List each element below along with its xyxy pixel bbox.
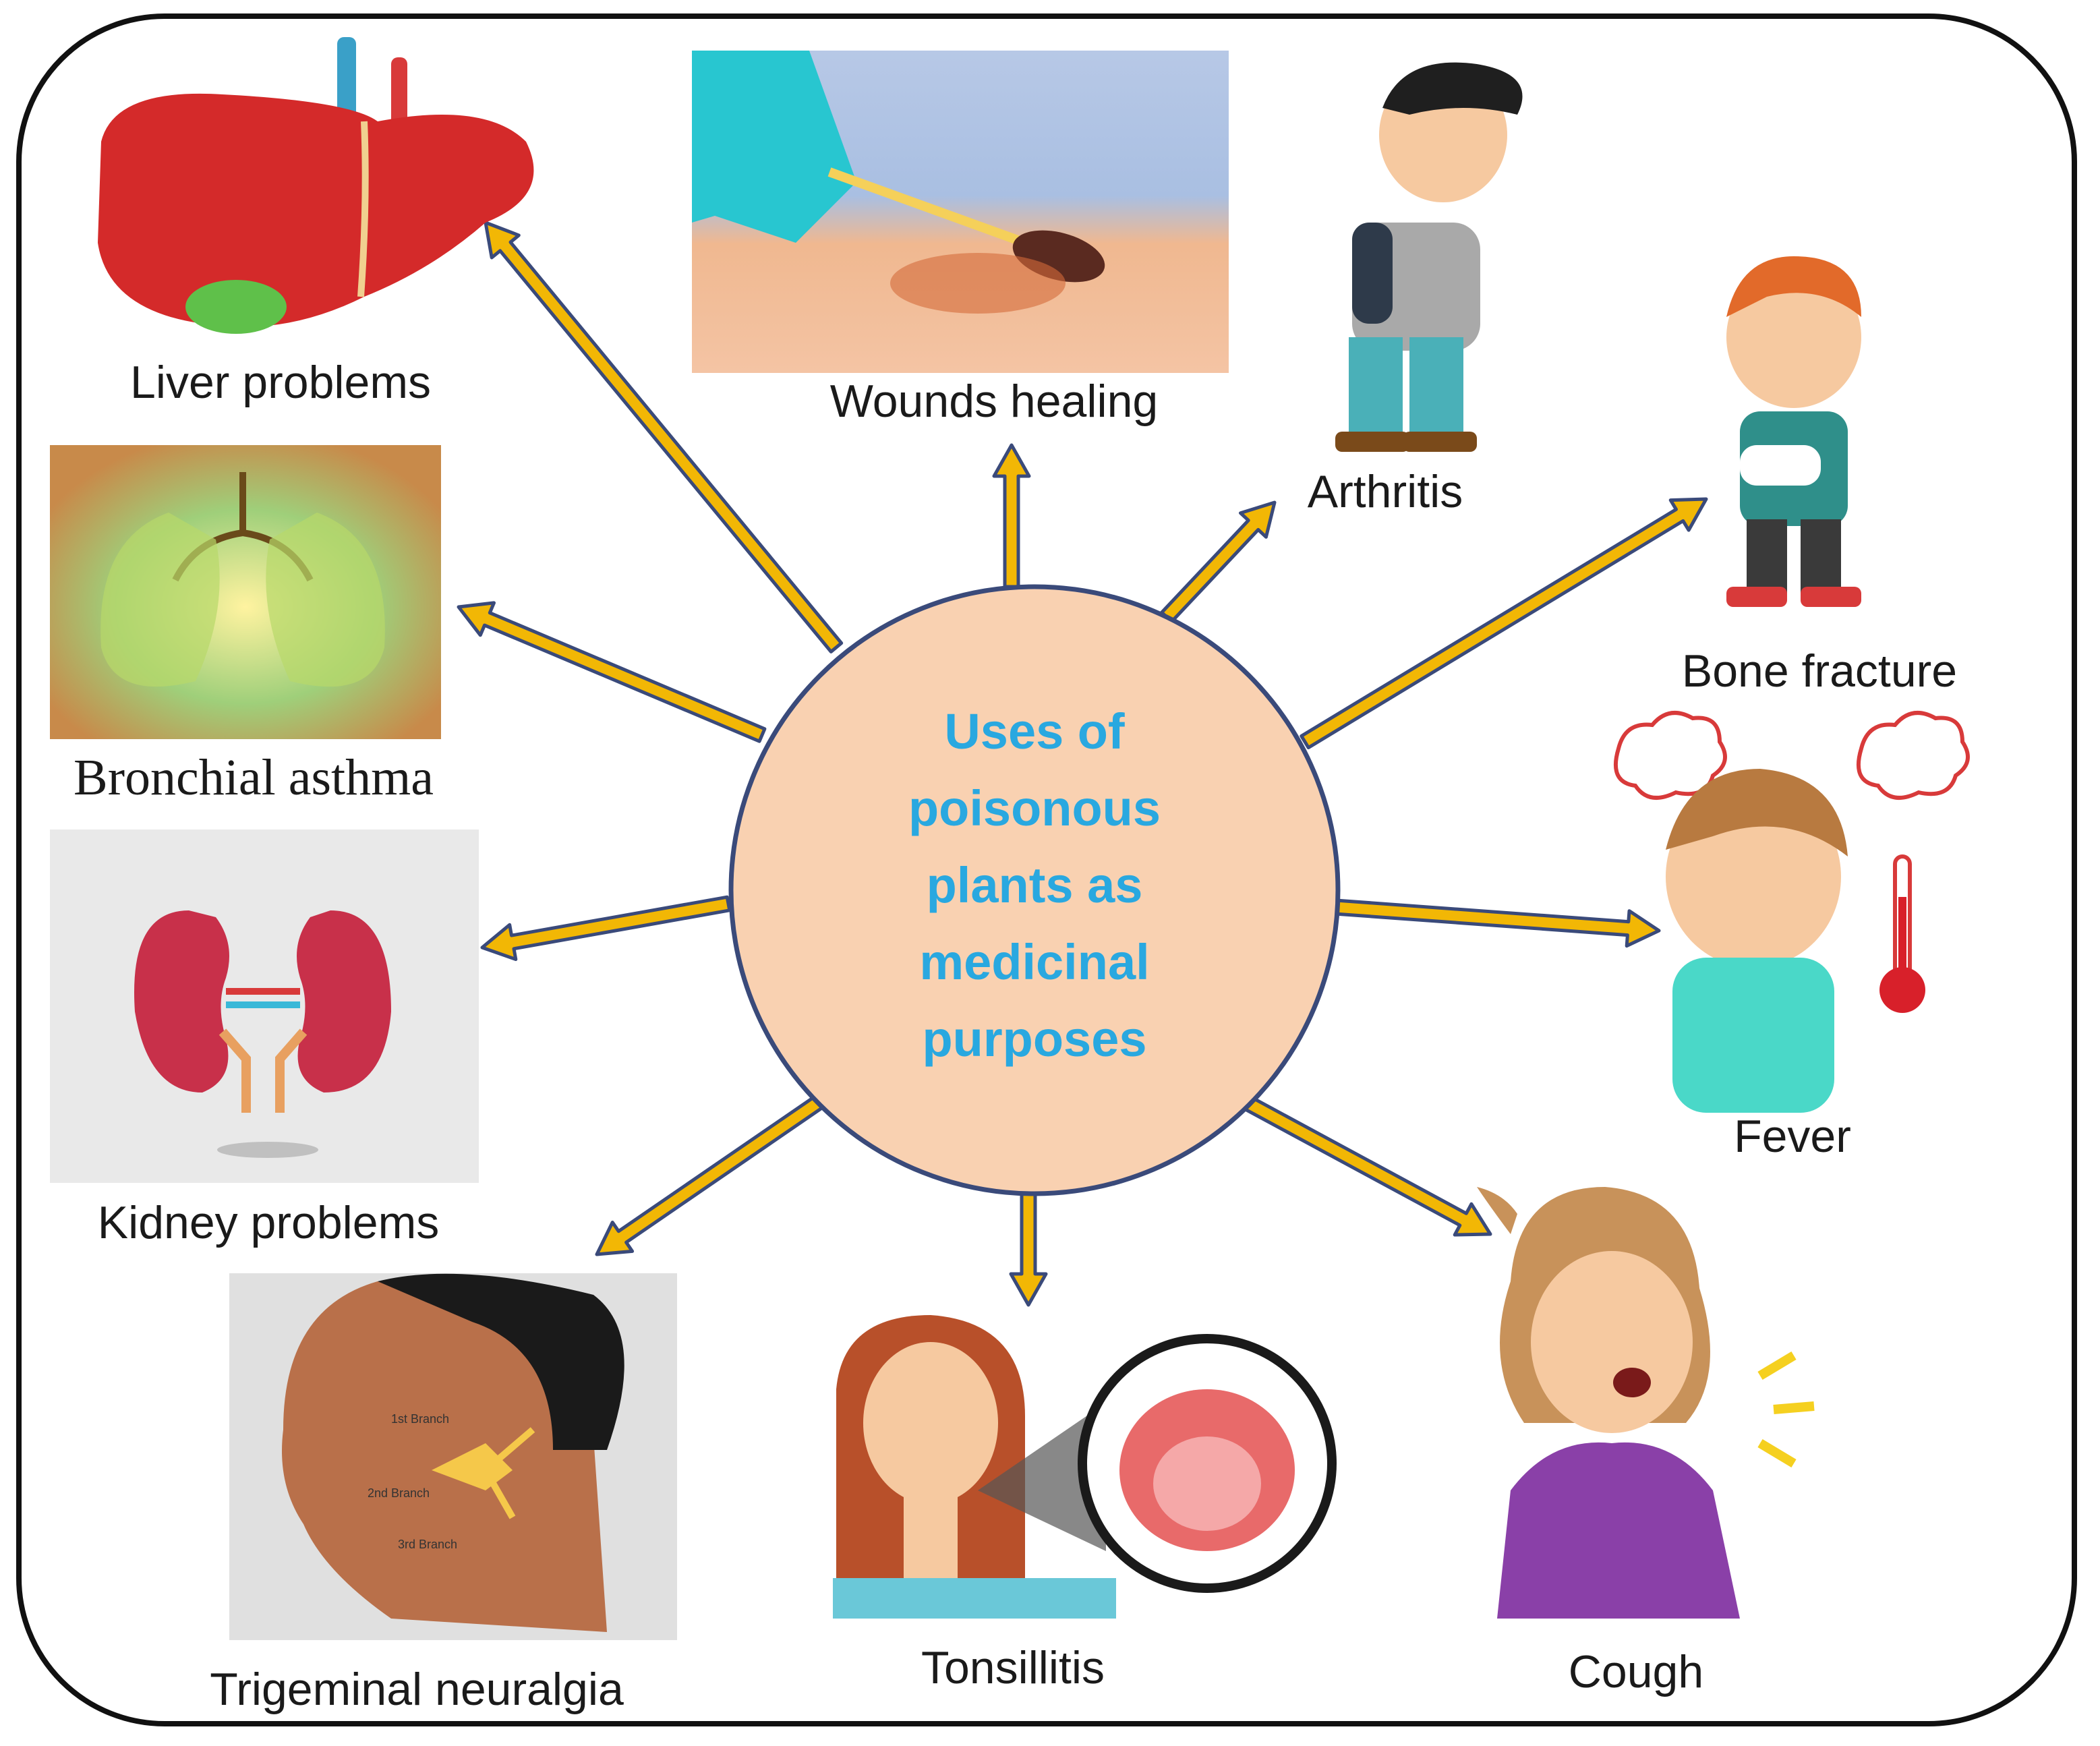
label-fever: Fever xyxy=(1734,1111,1851,1162)
hub-line-1: Uses of xyxy=(944,703,1125,759)
label-bone: Bone fracture xyxy=(1682,645,1957,697)
hub: Uses of poisonous plants as medicinal pu… xyxy=(728,584,1341,1196)
label-kidney: Kidney problems xyxy=(98,1197,439,1248)
branch-3: 3rd Branch xyxy=(398,1538,457,1551)
cough-icon xyxy=(1477,1187,1815,1619)
node-bone: Bone fracture xyxy=(1682,256,1957,697)
label-cough: Cough xyxy=(1569,1646,1703,1697)
arrow-to-trigeminal xyxy=(595,1092,829,1256)
lungs-icon xyxy=(50,445,441,739)
label-asthma: Bronchial asthma xyxy=(74,749,434,806)
arrow-to-fever xyxy=(1333,898,1661,948)
arrows-layer xyxy=(457,221,1708,1307)
kidney-icon xyxy=(50,830,479,1183)
arrow-to-cough xyxy=(1235,1091,1492,1237)
label-liver: Liver problems xyxy=(130,357,431,408)
hub-line-2: poisonous xyxy=(908,780,1161,836)
branch-2: 2nd Branch xyxy=(368,1486,430,1500)
arrow-to-kidney xyxy=(480,895,732,961)
hub-line-5: purposes xyxy=(922,1011,1146,1067)
node-wounds: Wounds healing xyxy=(692,51,1229,427)
label-arthritis: Arthritis xyxy=(1308,466,1463,517)
label-wounds: Wounds healing xyxy=(830,376,1158,427)
hub-line-4: medicinal xyxy=(919,934,1149,990)
node-cough: Cough xyxy=(1477,1187,1815,1697)
liver-icon xyxy=(98,37,534,334)
bone-fracture-icon xyxy=(1726,256,1861,607)
node-trigeminal: 1st Branch 2nd Branch 3rd Branch Trigemi… xyxy=(210,1273,677,1715)
node-liver: Liver problems xyxy=(98,37,534,408)
arrow-to-wounds xyxy=(992,443,1031,589)
arrow-to-asthma xyxy=(457,601,767,743)
arrow-to-bone xyxy=(1300,497,1708,750)
arrow-to-tonsil xyxy=(1009,1182,1048,1307)
node-tonsil: Tonsillitis xyxy=(833,1315,1337,1693)
hub-circle xyxy=(728,584,1341,1196)
arrow-to-liver xyxy=(484,221,844,653)
label-tonsil: Tonsillitis xyxy=(921,1642,1105,1693)
node-kidney: Kidney problems xyxy=(50,830,479,1248)
hub-line-3: plants as xyxy=(927,857,1143,913)
throat-icon xyxy=(833,1315,1337,1619)
branch-1: 1st Branch xyxy=(391,1412,449,1426)
label-trigeminal: Trigeminal neuralgia xyxy=(210,1664,624,1715)
wound-photo xyxy=(692,51,1229,373)
fever-icon xyxy=(1613,711,1970,1113)
node-asthma: Bronchial asthma xyxy=(50,445,441,806)
arrow-to-arthritis xyxy=(1160,500,1277,624)
node-arthritis: Arthritis xyxy=(1308,62,1523,517)
arthritis-icon xyxy=(1335,62,1523,452)
node-fever: Fever xyxy=(1613,711,1970,1162)
face-nerve-icon: 1st Branch 2nd Branch 3rd Branch xyxy=(229,1273,677,1640)
